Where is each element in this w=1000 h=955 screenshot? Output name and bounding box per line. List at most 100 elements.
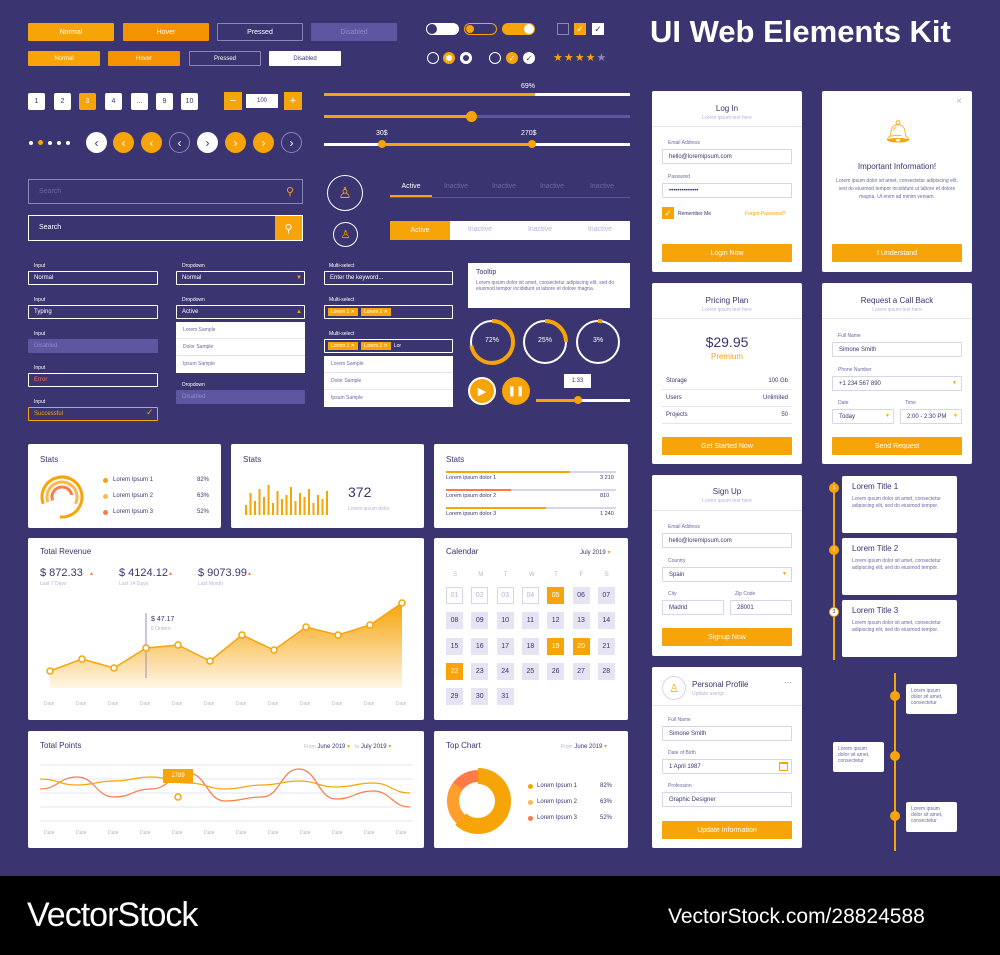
multiselect-option[interactable]: Dolor Sample <box>324 373 453 390</box>
calendar-day[interactable]: 26 <box>547 662 565 680</box>
pressed-button[interactable]: Pressed <box>217 23 303 41</box>
stepper-minus[interactable]: − <box>224 92 242 110</box>
next-arrow-orange[interactable]: › <box>225 132 246 153</box>
toggle-on[interactable] <box>502 23 535 35</box>
date-range[interactable]: From June 2019 ▾ to July 2019 ▾ <box>304 744 392 750</box>
name-field[interactable]: Simone Smith <box>832 342 962 357</box>
calendar-day[interactable]: 28 <box>597 662 615 680</box>
search-input-outline[interactable]: Search ⚲ <box>28 179 303 204</box>
tag-chip[interactable]: Lorem 2 ✕ <box>360 308 391 316</box>
stepper-plus[interactable]: + <box>284 92 302 110</box>
volume-slider[interactable] <box>324 111 630 122</box>
country-select[interactable]: Spain <box>662 567 792 582</box>
calendar-day[interactable]: 30 <box>471 688 489 706</box>
name-field[interactable]: Simone Smith <box>662 726 792 741</box>
calendar-day[interactable]: 11 <box>521 612 539 630</box>
calendar-day[interactable]: 03 <box>496 587 514 604</box>
dropdown-normal[interactable]: Normal <box>176 271 305 285</box>
more-options-icon[interactable]: ··· <box>784 678 792 687</box>
password-field[interactable]: •••••••••••••• <box>662 183 792 198</box>
play-button-icon[interactable]: ▶ <box>468 377 496 405</box>
pause-button-icon[interactable]: ❚❚ <box>502 377 530 405</box>
hover-button[interactable]: Hover <box>123 23 209 41</box>
zip-field[interactable]: 28001 <box>730 600 792 615</box>
close-icon[interactable]: × <box>956 96 962 107</box>
calendar-day[interactable]: 17 <box>496 637 514 655</box>
star-rating[interactable]: ★★★★★ <box>553 52 608 64</box>
checkbox-checked-orange[interactable]: ✓ <box>574 23 586 35</box>
prev-arrow-outline[interactable]: ‹ <box>169 132 190 153</box>
calendar-day[interactable]: 29 <box>446 688 463 706</box>
stepper-value[interactable]: 100 <box>246 94 278 108</box>
calendar-day[interactable]: 08 <box>446 612 463 630</box>
calendar-day[interactable]: 13 <box>572 612 590 630</box>
checkbox-empty[interactable] <box>557 23 569 35</box>
seg-tab-active[interactable]: Active <box>390 221 450 240</box>
forgot-password-link[interactable]: Forgot Password? <box>745 211 786 217</box>
date-from[interactable]: From June 2019 ▾ <box>561 744 608 750</box>
signup-button[interactable]: Signup Now <box>662 628 792 646</box>
carousel-dots[interactable] <box>29 140 70 147</box>
page-button[interactable]: 1 <box>28 93 45 110</box>
input-success[interactable]: Successful <box>28 407 158 421</box>
multiselect-empty[interactable]: Enter the keyword... <box>324 271 453 285</box>
radio-check-orange[interactable]: ✓ <box>506 52 518 64</box>
page-button[interactable]: 10 <box>181 93 198 110</box>
calendar-day[interactable]: 24 <box>496 662 514 680</box>
remember-checkbox[interactable]: ✓ <box>662 207 674 219</box>
page-button[interactable]: 2 <box>54 93 71 110</box>
radio-empty[interactable] <box>427 52 439 64</box>
seg-tab-inactive-3[interactable]: Inactive <box>587 226 613 233</box>
prev-arrow-orange[interactable]: ‹ <box>113 132 134 153</box>
pressed-button-small[interactable]: Pressed <box>189 51 261 66</box>
tag-chip[interactable]: Lorem 1 ✕ <box>328 308 358 316</box>
calendar-day[interactable]: 27 <box>572 662 590 680</box>
calendar-day[interactable]: 05 <box>547 587 565 604</box>
calendar-day[interactable]: 23 <box>471 662 489 680</box>
calendar-day[interactable]: 31 <box>496 688 514 706</box>
dropdown-option[interactable]: Dolor Sample <box>176 339 305 356</box>
dob-field[interactable]: 1 April 1987 <box>662 759 792 774</box>
tab-inactive-3[interactable]: Inactive <box>539 183 565 190</box>
dropdown-active[interactable]: Active <box>176 305 305 319</box>
login-button[interactable]: Login Now <box>662 244 792 262</box>
radio-selected-orange[interactable] <box>443 52 455 64</box>
calendar-day[interactable]: 22 <box>446 662 463 680</box>
hover-button-small[interactable]: Hover <box>108 51 180 66</box>
calendar-day[interactable]: 09 <box>471 612 489 630</box>
toggle-off[interactable] <box>426 23 459 35</box>
player-seekbar[interactable] <box>536 396 630 404</box>
page-button[interactable]: 9 <box>156 93 173 110</box>
multiselect-option[interactable]: Lorem Sample <box>324 356 453 373</box>
calendar-day[interactable]: 15 <box>446 637 463 655</box>
city-field[interactable]: Madrid <box>662 600 724 615</box>
month-select[interactable]: July 2019 ▾ <box>580 550 611 556</box>
radio-empty-2[interactable] <box>489 52 501 64</box>
multiselect-tags[interactable]: Lorem 1 ✕ Lorem 2 ✕ <box>324 305 453 319</box>
prev-arrow-white[interactable]: ‹ <box>86 132 107 153</box>
tab-active[interactable]: Active <box>390 180 432 197</box>
dropdown-option[interactable]: Lorem Sample <box>176 322 305 339</box>
input-typing[interactable]: Typing <box>28 305 158 319</box>
time-select[interactable]: 2:00 - 2:30 PM <box>900 409 962 424</box>
calendar-day[interactable]: 20 <box>572 637 590 655</box>
email-field[interactable]: hello@loremipsum.com <box>662 533 792 548</box>
avatar-icon-large[interactable]: ♙ <box>327 175 363 211</box>
calendar-icon[interactable] <box>779 762 788 771</box>
date-select[interactable]: Today <box>832 409 894 424</box>
page-button[interactable]: 4 <box>105 93 122 110</box>
get-started-button[interactable]: Get Started Now <box>662 437 792 455</box>
calendar-day[interactable]: 18 <box>521 637 539 655</box>
radio-check-white[interactable]: ✓ <box>523 52 535 64</box>
tab-inactive-4[interactable]: Inactive <box>589 183 615 190</box>
calendar-day[interactable]: 14 <box>597 612 615 630</box>
next-arrow-white[interactable]: › <box>197 132 218 153</box>
normal-button[interactable]: Normal <box>28 23 114 41</box>
calendar-day[interactable]: 19 <box>547 637 565 655</box>
calendar-day[interactable]: 25 <box>521 662 539 680</box>
calendar-day[interactable]: 12 <box>547 612 565 630</box>
radio-selected-white[interactable] <box>460 52 472 64</box>
calendar-day[interactable]: 07 <box>597 587 615 604</box>
multiselect-typing[interactable]: Lorem 1 ✕ Lorem 2 ✕ Lor <box>324 339 453 353</box>
calendar-day[interactable]: 04 <box>521 587 539 604</box>
